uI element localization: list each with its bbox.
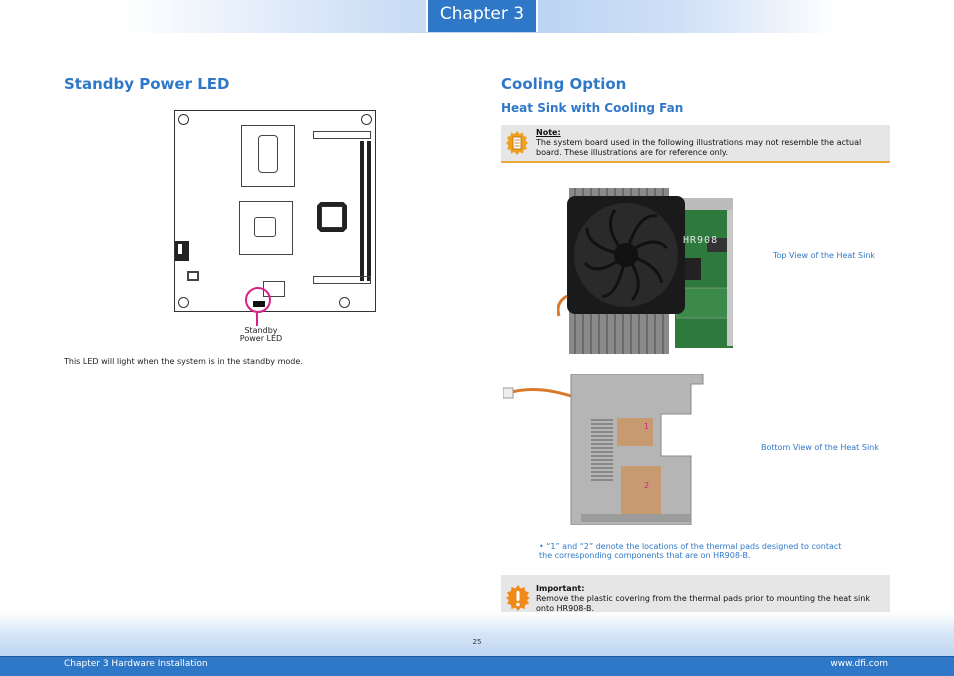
- led-callout-line: [256, 313, 258, 326]
- board-diagram: [174, 110, 376, 312]
- note-text: Note: The system board used in the follo…: [536, 128, 861, 158]
- exclamation-icon: [506, 585, 530, 611]
- dimm-slot: [367, 141, 371, 281]
- important-label: Important:: [536, 584, 585, 593]
- small-header: [187, 271, 199, 281]
- led-callout-label: Standby Power LED: [224, 327, 298, 343]
- bottom-view-caption: Bottom View of the Heat Sink: [761, 443, 879, 452]
- section-title-standby-led: Standby Power LED: [64, 75, 230, 93]
- footer-website-link[interactable]: www.dfi.com: [830, 659, 888, 669]
- important-text: Important: Remove the plastic covering f…: [536, 584, 870, 614]
- cpu-die: [258, 135, 278, 173]
- section-title-cooling: Cooling Option: [501, 75, 627, 93]
- led-highlight-circle: [245, 287, 271, 313]
- bullet-line2: the corresponding components that are on…: [539, 551, 751, 560]
- thermal-pad-2-label: 2: [644, 481, 650, 490]
- footer-gradient: [0, 612, 954, 660]
- slot-top: [313, 131, 371, 139]
- dimm-slot: [360, 141, 364, 281]
- slot-bottom: [313, 276, 371, 284]
- bullet-line1: • “1” and “2” denote the locations of th…: [539, 542, 842, 551]
- chipset: [239, 201, 293, 255]
- footer-bar: [0, 656, 954, 676]
- mounting-hole: [178, 114, 189, 125]
- edge-connector-inner: [178, 244, 182, 254]
- led-description: This LED will light when the system is i…: [64, 357, 303, 366]
- mounting-hole: [361, 114, 372, 125]
- chapter-tab[interactable]: Chapter 3: [426, 0, 538, 32]
- thermal-pad-1-label: 1: [644, 422, 650, 431]
- heatsink-bottom-view-photo: 1 2: [503, 374, 705, 525]
- note-line2: board. These illustrations are for refer…: [536, 148, 729, 157]
- thermal-pad-bullet: • “1” and “2” denote the locations of th…: [539, 542, 841, 560]
- board-marking: HR908: [683, 235, 719, 246]
- note-line1: The system board used in the following i…: [536, 138, 862, 147]
- footer-chapter-link[interactable]: Chapter 3 Hardware Installation: [64, 659, 208, 669]
- cpu-socket: [241, 125, 295, 187]
- page-number: 25: [472, 638, 482, 646]
- led-callout-line2: Power LED: [239, 334, 283, 343]
- ic-chip-inner: [321, 206, 343, 228]
- mounting-hole: [339, 297, 350, 308]
- important-line1: Remove the plastic covering from the the…: [536, 594, 870, 603]
- mounting-hole: [178, 297, 189, 308]
- note-box: Note: The system board used in the follo…: [501, 125, 890, 163]
- subsection-title-heatsink: Heat Sink with Cooling Fan: [501, 101, 684, 115]
- top-view-caption: Top View of the Heat Sink: [773, 251, 876, 260]
- heatsink-top-view-photo: HR908: [557, 188, 734, 354]
- notepad-icon: [506, 131, 528, 155]
- note-label: Note:: [536, 128, 561, 137]
- important-line2: onto HR908-B.: [536, 604, 595, 613]
- led-callout-line1: Standby: [244, 326, 278, 335]
- standby-power-led: [253, 301, 265, 307]
- chipset-die: [254, 217, 276, 237]
